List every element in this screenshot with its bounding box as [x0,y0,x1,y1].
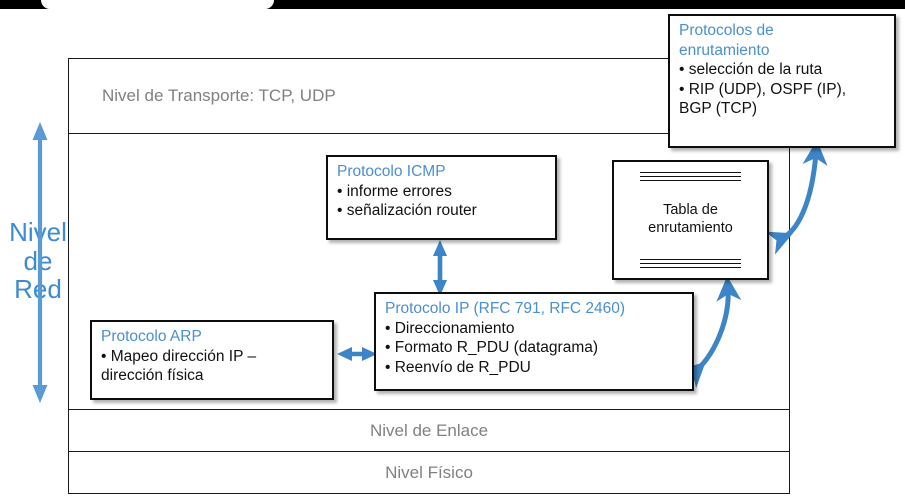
callout-protocolo-arp-item-1: • Mapeo dirección IP – dirección física [101,347,257,385]
layer-fisico: Nivel Físico [68,451,790,494]
layer-enlace: Nivel de Enlace [68,409,790,452]
rule-line [640,267,741,268]
callout-protocolo-icmp-item-1: • informe errores [337,182,452,200]
callout-protocolo-ip-title: Protocolo IP (RFC 791, RFC 2460) [385,300,626,317]
callout-protocolo-ip[interactable]: Protocolo IP (RFC 791, RFC 2460) • Direc… [374,292,694,391]
callout-protocolo-icmp-item-2: • señalización router [337,202,477,220]
network-layer-span-arrow [32,122,48,403]
routing-table-rules-bottom [640,259,741,268]
callout-protocolo-arp-title: Protocolo ARP [101,328,202,345]
top-black-bar [0,0,905,9]
rule-line [640,176,741,177]
rule-line [640,180,741,181]
top-bar-notch [41,0,274,9]
layer-enlace-label: Nivel de Enlace [369,420,489,440]
rule-line [640,172,741,173]
callout-protocolos-enrutamiento-title: Protocolos de enrutamiento [679,22,774,59]
rule-line [640,259,741,260]
layer-fisico-label: Nivel Físico [385,462,473,482]
callout-protocolo-icmp-title: Protocolo ICMP [337,163,446,180]
callout-protocolo-ip-item-3: • Reenvío de R_PDU [385,358,531,376]
routing-table-rules-top [640,172,741,181]
callout-protocolo-arp[interactable]: Protocolo ARP • Mapeo dirección IP – dir… [90,320,334,400]
rule-line [640,263,741,264]
routing-table-label: Tabla de enrutamiento [648,202,733,236]
callout-protocolo-icmp[interactable]: Protocolo ICMP • informe errores • señal… [326,155,557,240]
callout-protocolos-enrutamiento-item-2: • RIP (UDP), OSPF (IP), BGP (TCP) [679,80,847,118]
callout-protocolos-enrutamiento[interactable]: Protocolos de enrutamiento • selección d… [668,14,896,148]
callout-protocolo-ip-item-1: • Direccionamiento [385,319,515,337]
callout-protocolos-enrutamiento-item-1: • selección de la ruta [679,61,823,79]
callout-protocolo-ip-item-2: • Formato R_PDU (datagrama) [385,339,599,357]
routing-table-document[interactable]: Tabla de enrutamiento [612,160,769,280]
layer-transporte-label: Nivel de Transporte: TCP, UDP [102,86,336,105]
